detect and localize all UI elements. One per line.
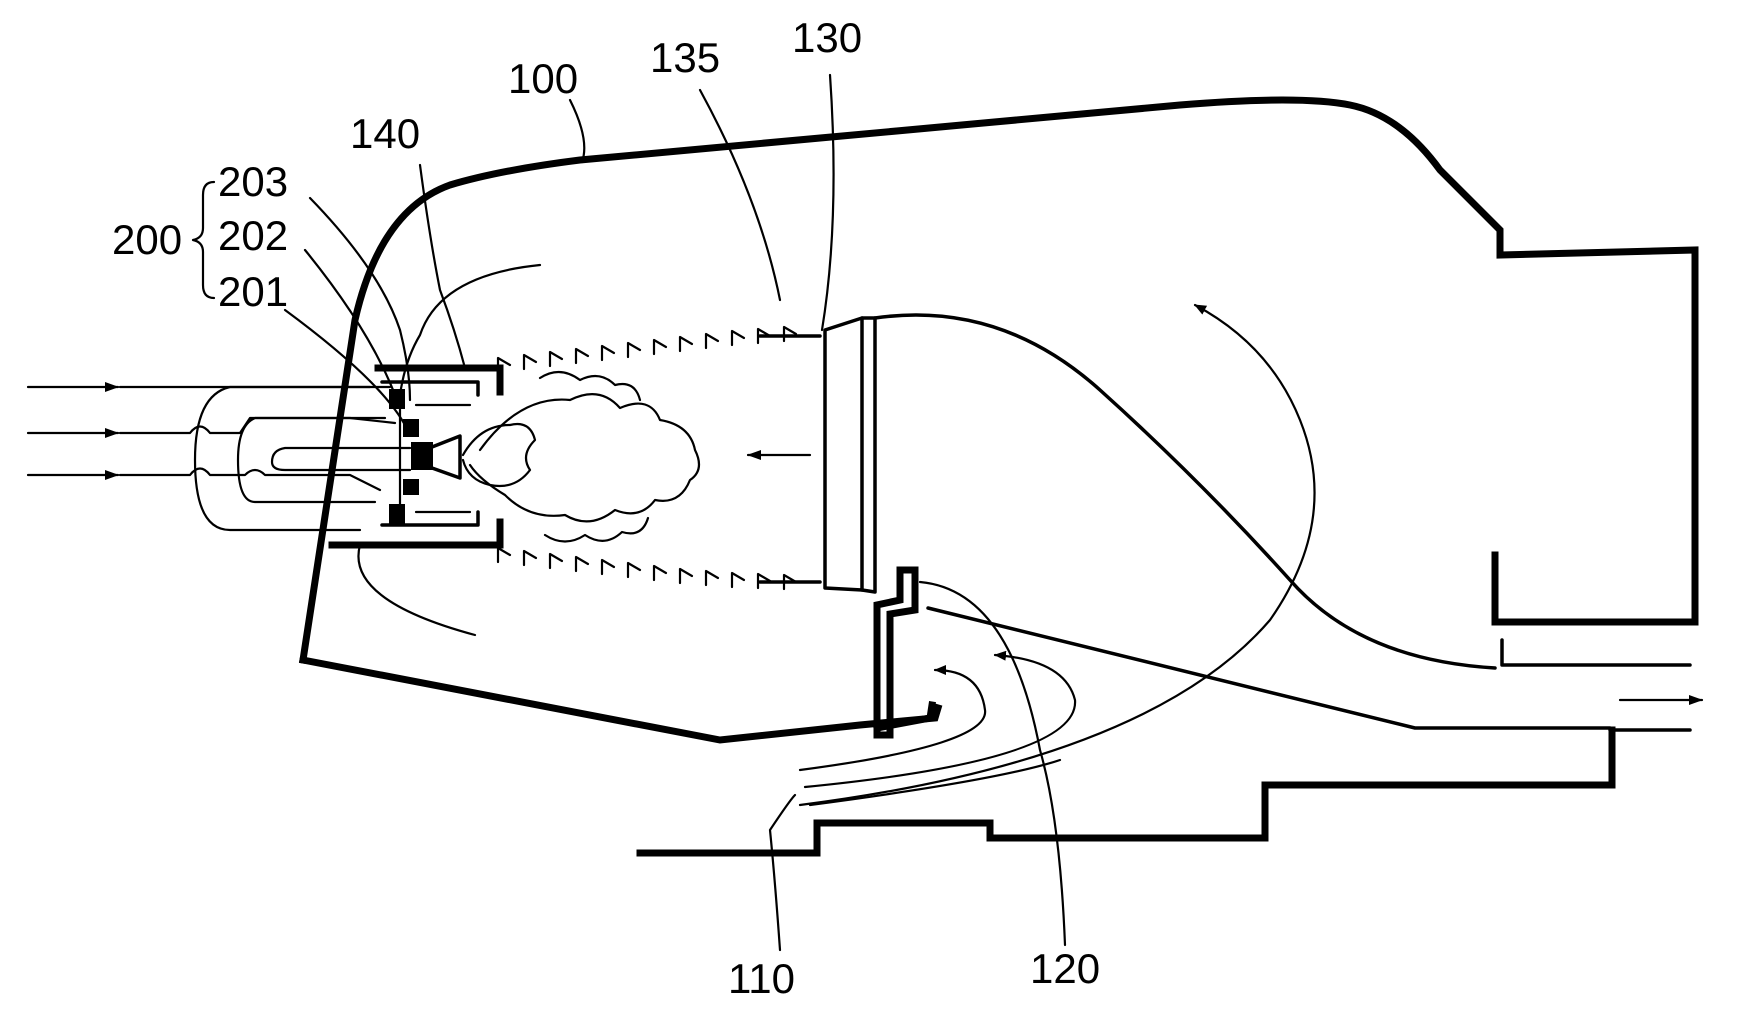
leader-120 [918, 580, 1067, 947]
supply-pipe-a [118, 385, 397, 435]
flame-inner [461, 422, 537, 488]
chevron-row-lower [496, 546, 798, 591]
supply-loop-core [270, 446, 412, 472]
flow-curve-lower-left [357, 543, 477, 637]
label-200: 200 [112, 216, 182, 263]
lower-baffle [872, 701, 936, 733]
liner-plate-inner [860, 316, 877, 594]
nozzle-201-lower [403, 479, 419, 495]
brace-200 [191, 180, 216, 300]
label-140: 140 [350, 110, 420, 157]
leader-203 [308, 196, 412, 402]
burner-upper-plate [374, 364, 504, 396]
leader-130 [820, 73, 835, 332]
leader-100 [568, 98, 586, 164]
burner-upper-inner [380, 380, 480, 397]
label-201: 201 [218, 268, 288, 315]
flow-curve-recirc [798, 303, 1316, 807]
label-202: 202 [218, 212, 288, 259]
leader-135 [698, 88, 782, 302]
nozzle-cone [430, 434, 462, 480]
flame-wave-bottom [543, 516, 650, 543]
label-135: 135 [650, 34, 720, 81]
flow-curve-upper-left [398, 263, 542, 397]
leader-201 [283, 308, 407, 427]
label-120: 120 [1030, 945, 1100, 992]
supply-pipe-b [118, 467, 382, 492]
label-203: 203 [218, 158, 288, 205]
housing-bottom [298, 655, 943, 744]
label-130: 130 [792, 14, 862, 61]
inlet-baffle [873, 566, 919, 739]
chevron-row-upper [496, 325, 798, 374]
nozzle-203 [411, 442, 433, 470]
burner-lower-plate [328, 518, 504, 549]
base-step-outline [636, 726, 1616, 857]
leader-140 [418, 163, 467, 370]
outlet-duct-upper [1500, 638, 1692, 667]
nozzle-202-lower [389, 504, 405, 524]
housing-outline [299, 96, 1699, 664]
inlet-curve-1 [798, 665, 987, 772]
label-110: 110 [728, 955, 795, 1002]
inlet-curve-2 [803, 650, 1077, 789]
supply-loop-inner [236, 416, 387, 504]
label-100: 100 [508, 55, 578, 102]
supply-loop-outer [193, 385, 372, 532]
nozzle-201-upper [403, 419, 419, 437]
flame-wave-top [538, 370, 642, 402]
burner-lower-inner [380, 510, 480, 527]
leader-110 [768, 793, 797, 952]
inlet-duct-line [926, 606, 1612, 730]
flow-curve-large [873, 313, 1497, 670]
liner-plate-outer [823, 316, 864, 592]
leader-202 [303, 248, 397, 397]
flame-outer [468, 392, 701, 523]
